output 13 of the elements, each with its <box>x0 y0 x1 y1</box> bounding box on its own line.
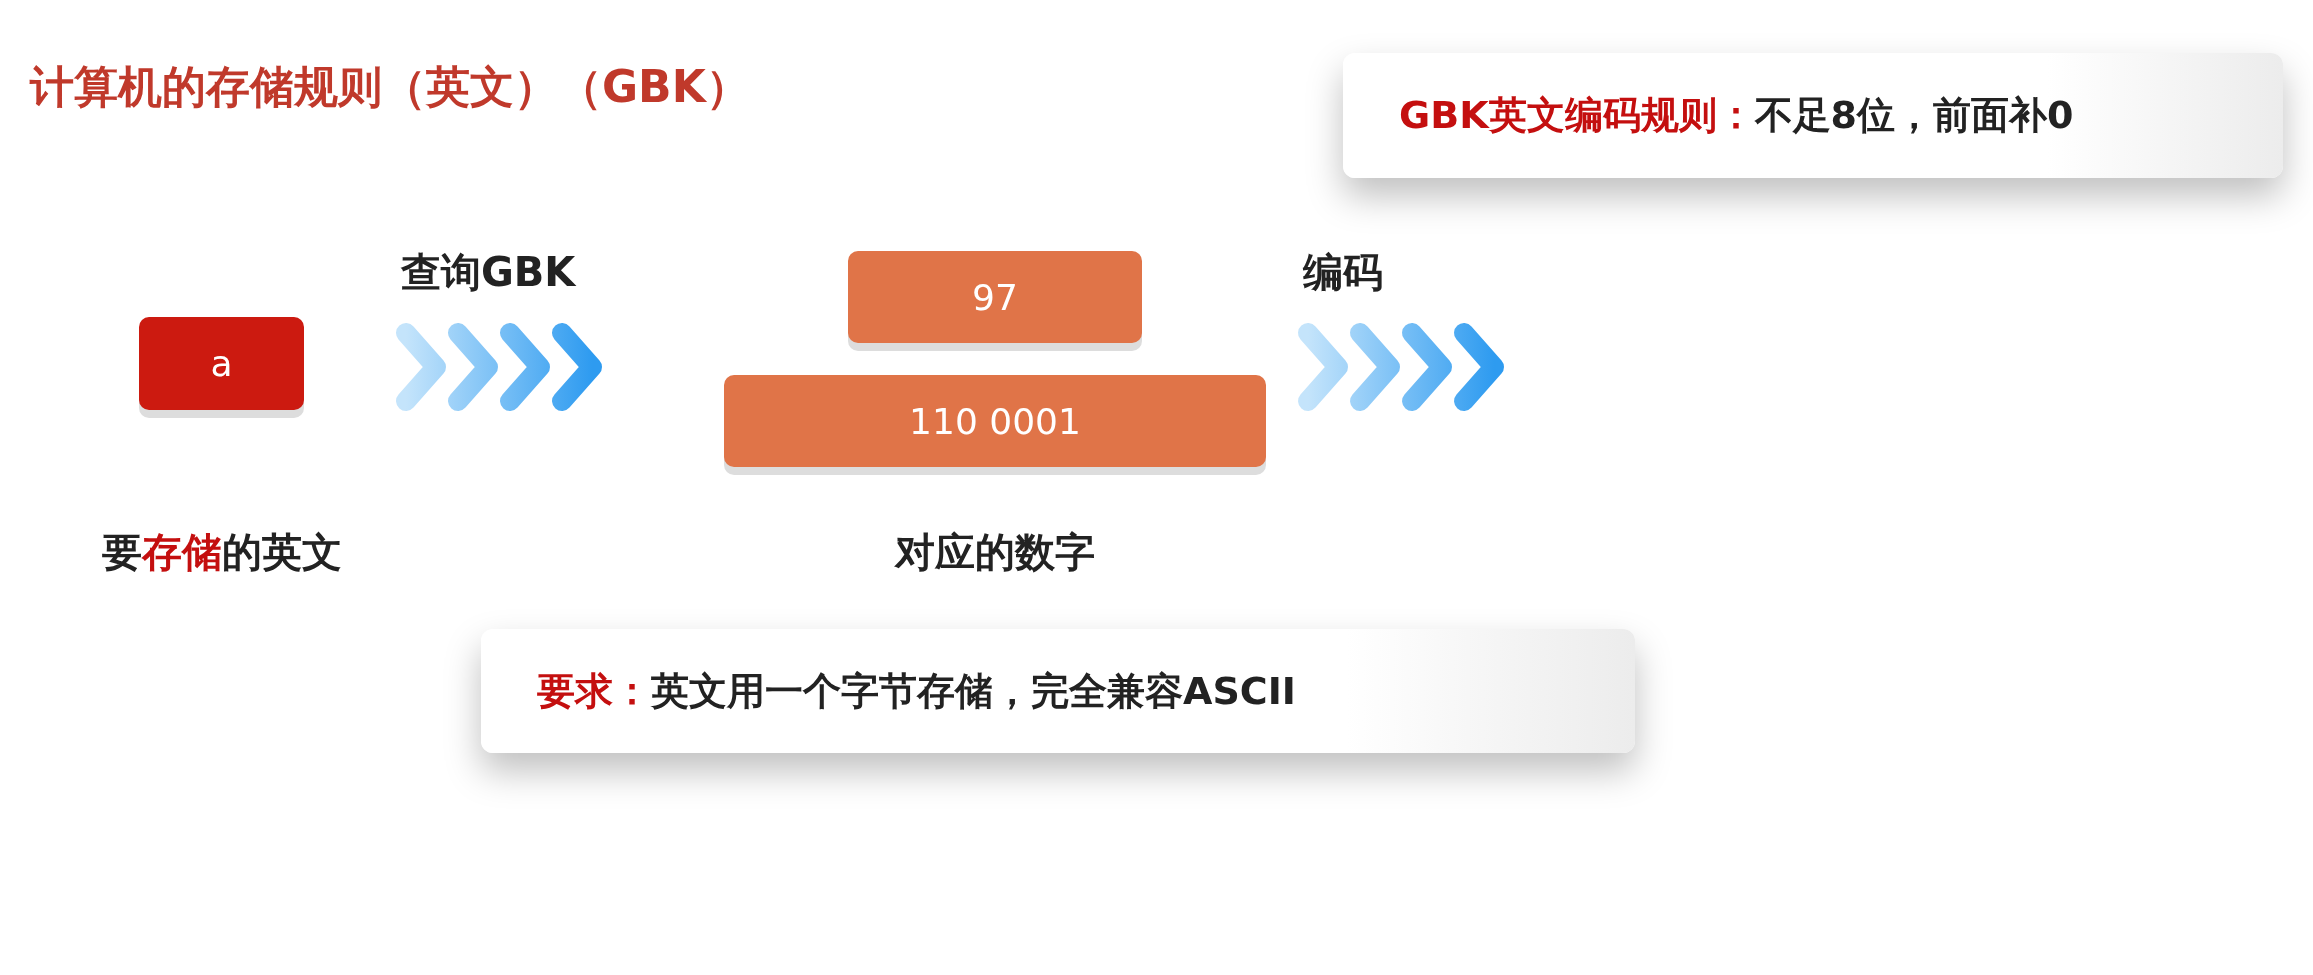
caption-text: 要存储的英文 <box>101 528 343 577</box>
note-heading: GBK英文编码规则： <box>1399 92 1755 139</box>
chevron-arrow <box>396 323 602 411</box>
slide-title: 计算机的存储规则（英文）（GBK） <box>30 60 750 114</box>
edge-label: 编码 <box>1303 248 1383 297</box>
note-card <box>1343 53 2283 178</box>
note-text: 不足8位，前面补0 <box>1754 92 2074 139</box>
note-card <box>481 629 1635 753</box>
chevron-arrow <box>1298 323 1504 411</box>
caption-text: 对应的数字 <box>893 528 1096 577</box>
edge-label: 查询GBK <box>401 248 576 297</box>
note-text: 英文用一个字节存储，完全兼容ASCII <box>651 667 1296 715</box>
note-heading: 要求： <box>537 667 651 715</box>
